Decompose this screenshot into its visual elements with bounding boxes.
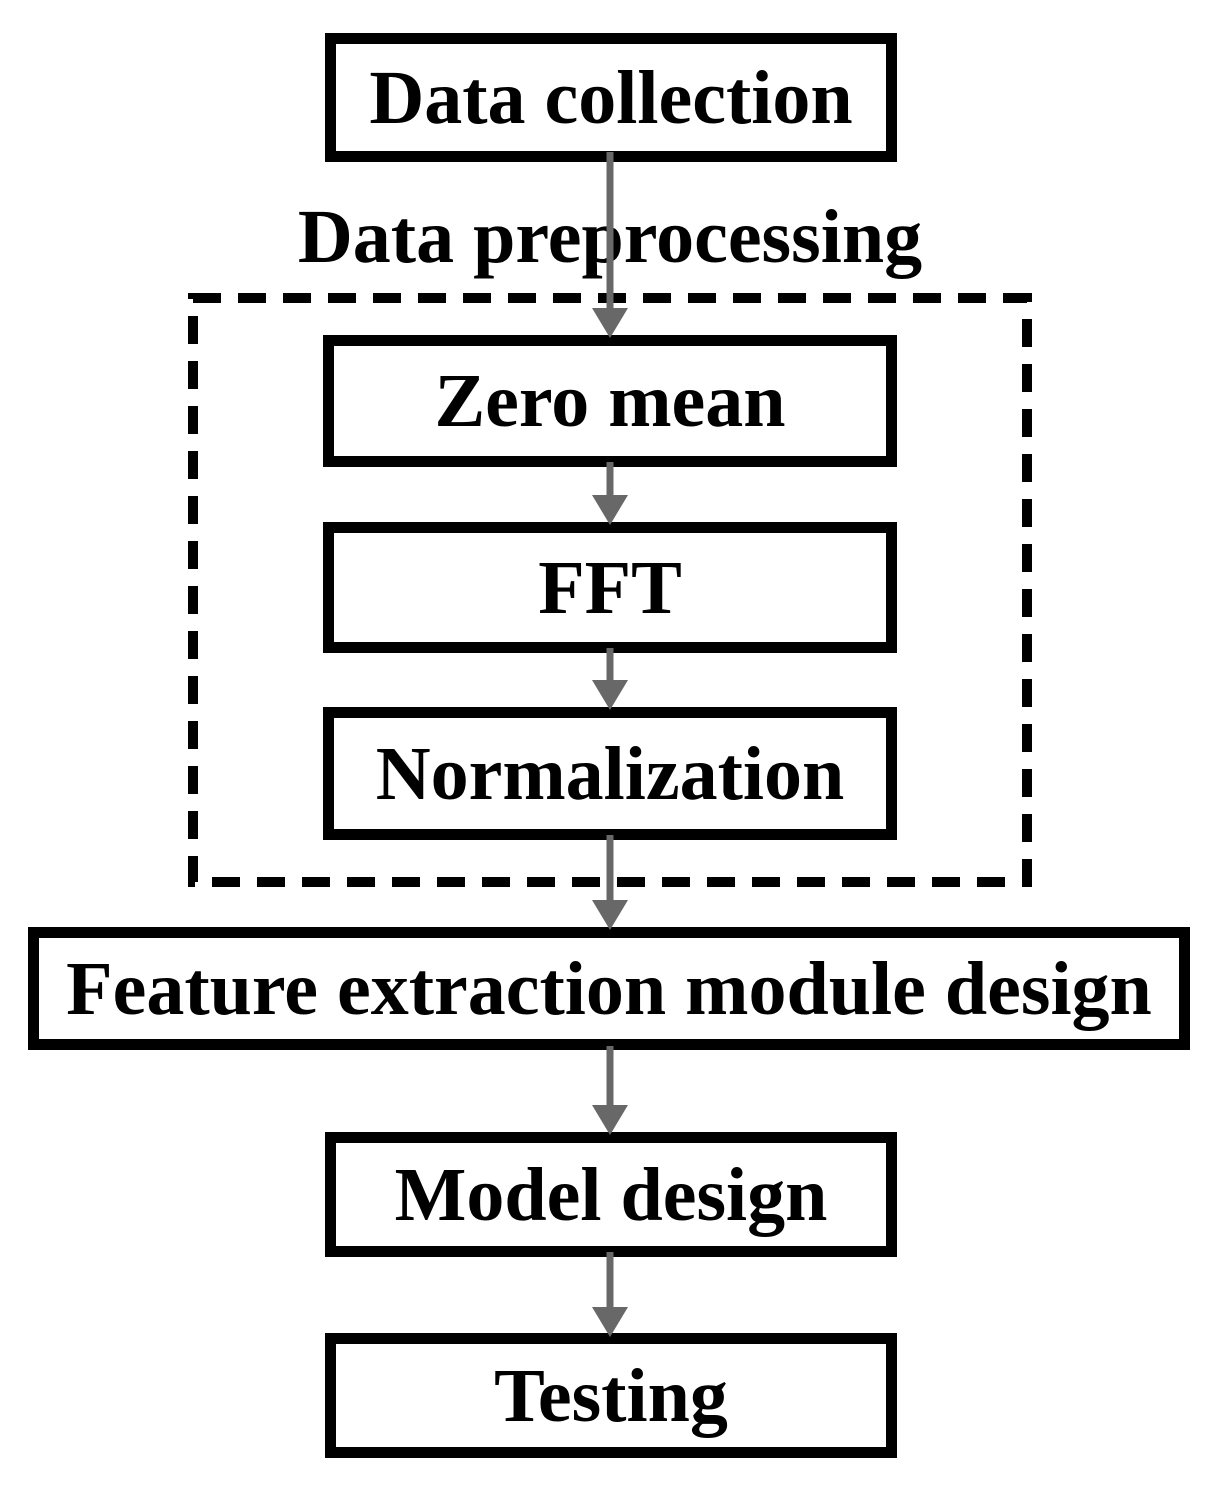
node-fft: FFT xyxy=(323,522,897,653)
arrow-feature-extraction-to-model-design-icon xyxy=(592,1046,628,1135)
node-normalization: Normalization xyxy=(323,707,897,840)
node-zero-mean: Zero mean xyxy=(323,335,897,467)
node-data-collection: Data collection xyxy=(325,33,897,162)
arrow-fft-to-normalization-icon xyxy=(592,648,628,710)
arrow-normalization-to-feature-extraction-icon xyxy=(592,835,628,930)
data-preprocessing-group-label: Data preprocessing xyxy=(297,195,923,279)
arrow-zero-mean-to-fft-icon xyxy=(592,462,628,525)
arrow-model-design-to-testing-icon xyxy=(592,1252,628,1337)
node-testing: Testing xyxy=(325,1333,897,1458)
node-model-design: Model design xyxy=(325,1132,897,1257)
node-feature-extraction-module-design: Feature extraction module design xyxy=(28,927,1190,1050)
